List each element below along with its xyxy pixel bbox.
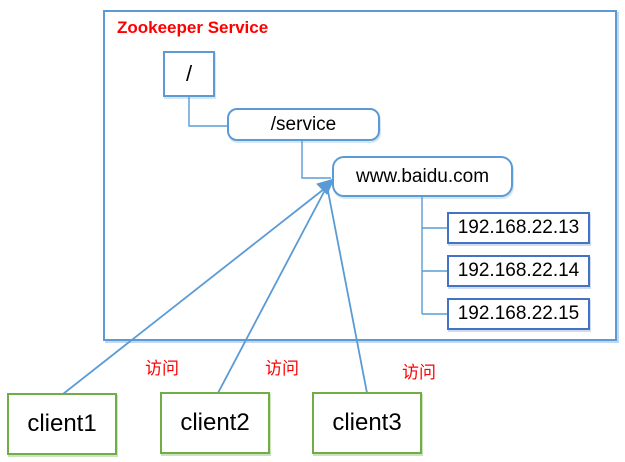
access-label-1: 访问: [145, 359, 179, 378]
client2-label: client2: [180, 409, 250, 436]
zookeeper-service-title: Zookeeper Service: [117, 18, 269, 37]
node-ip-1-label: 192.168.22.13: [457, 217, 580, 238]
node-domain-label: www.baidu.com: [355, 165, 490, 187]
client3-label: client3: [332, 409, 402, 436]
node-domain: www.baidu.com: [332, 156, 513, 197]
access-label-2: 访问: [265, 359, 299, 378]
node-ip-2: 192.168.22.14: [447, 255, 590, 287]
node-ip-3: 192.168.22.15: [447, 298, 590, 330]
node-root-label: /: [185, 61, 193, 86]
client1-label: client1: [27, 410, 97, 437]
node-ip-2-label: 192.168.22.14: [457, 260, 580, 281]
node-service: /service: [227, 108, 380, 141]
node-service-label: /service: [270, 113, 337, 135]
client2-box: client2: [160, 392, 270, 454]
client1-box: client1: [7, 393, 117, 455]
access-label-3: 访问: [402, 363, 436, 382]
node-ip-3-label: 192.168.22.15: [457, 303, 580, 324]
node-root: /: [163, 51, 215, 97]
client3-box: client3: [312, 392, 422, 454]
node-ip-1: 192.168.22.13: [447, 212, 590, 244]
